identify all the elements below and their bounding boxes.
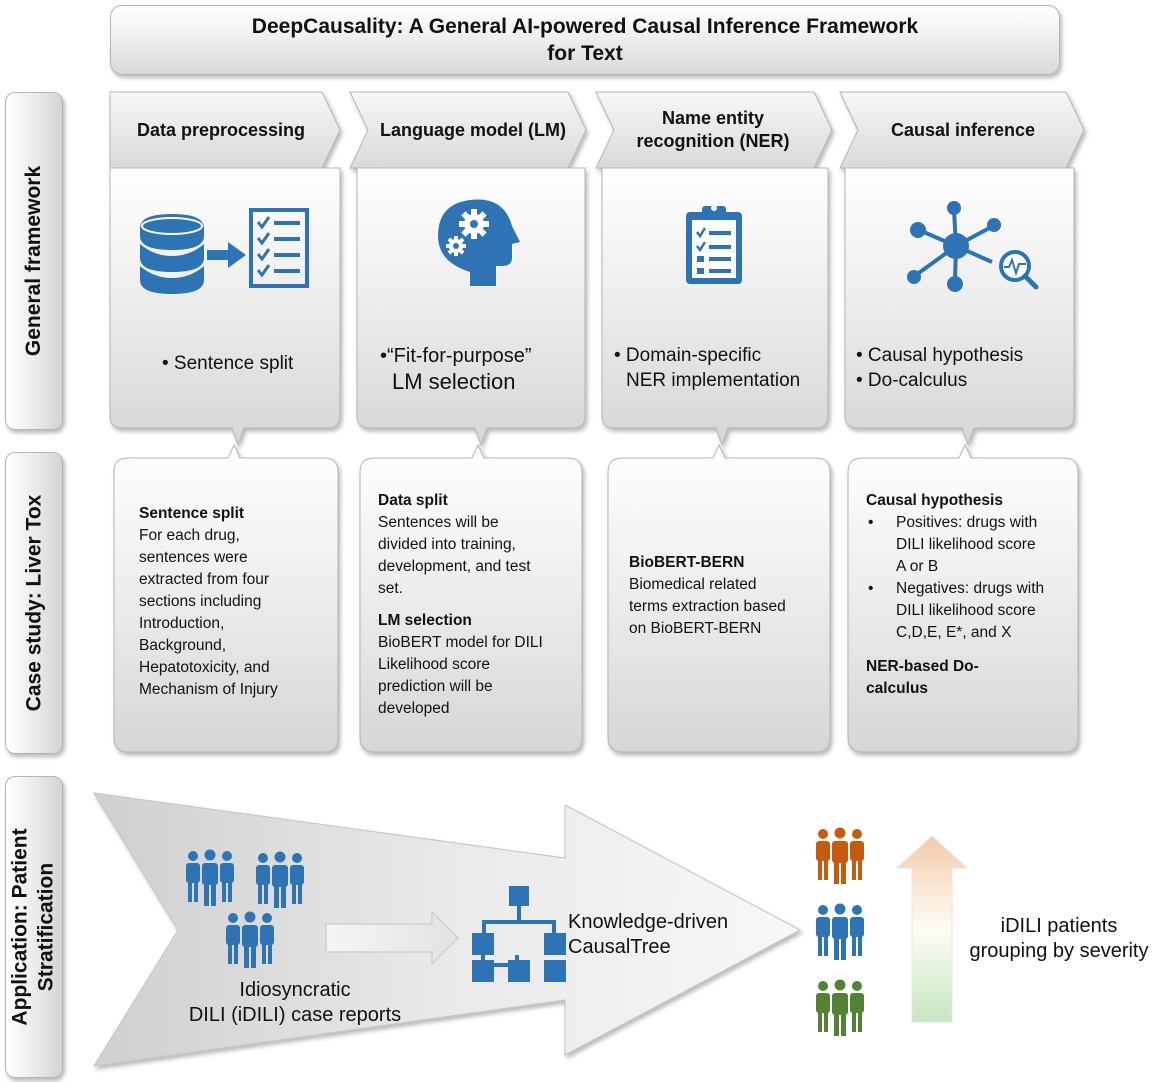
framework-title-line2: for Text <box>547 42 623 65</box>
bullet-dot-icon: • <box>868 580 874 597</box>
case-2-line: BioBERT model for DILI <box>378 634 543 651</box>
case-2-line: Likelihood score <box>378 656 491 673</box>
general-bullet-3-line1: • Domain-specific <box>614 345 762 366</box>
general-bullet-1: • Sentence split <box>162 353 294 374</box>
case-box-1 <box>113 443 339 753</box>
case-4-negatives-line3: C,D,E, E*, and X <box>896 624 1012 641</box>
stage-title-3-line1: Name entity <box>661 108 765 128</box>
case-4-positives-line2: DILI likelihood score <box>896 536 1036 553</box>
case-box-2 <box>359 443 583 753</box>
case-reports-line1: Idiosyncratic <box>239 979 351 1001</box>
case-box-4 <box>847 443 1079 753</box>
stage-title-4-line1: Causal inference <box>890 119 1036 140</box>
small-arrow-icon <box>325 910 460 966</box>
general-bullet-3-line2: NER implementation <box>626 370 801 391</box>
bullet-dot-icon: • <box>868 514 874 531</box>
stage-title-2-line1: Language model (LM) <box>380 119 566 140</box>
case-1-line: Mechanism of Injury <box>139 681 278 698</box>
case-text-2: Data split Sentences will be divided int… <box>378 490 583 720</box>
general-bullet-4-line1: • Causal hypothesis <box>856 345 1024 366</box>
case-1-line: For each drug, <box>139 527 240 544</box>
grouping-line2: grouping by severity <box>969 940 1149 962</box>
case-4-positives-line1: Positives: drugs with <box>896 514 1038 531</box>
stage-panel-2 <box>349 91 587 447</box>
stage-title-3-line2: recognition (NER) <box>636 131 790 151</box>
case-reports-line2: DILI (iDILI) case reports <box>188 1004 402 1026</box>
hierarchy-tree-icon <box>472 886 566 982</box>
stage-title-1-line1: Data preprocessing <box>136 119 306 140</box>
case-text-1: Sentence split For each drug, sentences … <box>139 503 334 701</box>
case-4-heading-2-line2: calculus <box>866 680 929 697</box>
case-4-negatives-line1: Negatives: drugs with <box>896 580 1045 597</box>
general-bullet-4-line2: • Do-calculus <box>856 370 968 391</box>
case-reports-label: Idiosyncratic DILI (iDILI) case reports <box>150 978 440 1028</box>
causal-tree-label: Knowledge-driven CausalTree <box>568 910 728 960</box>
case-2-line: development, and test <box>378 558 531 575</box>
stage-title-1: Data preprocessing <box>110 92 332 168</box>
framework-title-line1: DeepCausality: A General AI-powered Caus… <box>251 15 919 38</box>
case-2-line: prediction will be <box>378 678 493 695</box>
case-1-line: Hepatotoxicity, and <box>139 659 270 676</box>
causal-tree-line1: Knowledge-driven <box>568 911 729 933</box>
case-2-line: Sentences will be <box>378 514 499 531</box>
case-3-line: Biomedical related <box>629 576 757 593</box>
case-4-heading-2-line1: NER-based Do- <box>866 658 979 675</box>
stage-panel-3 <box>595 91 833 447</box>
row-label-general: General framework <box>5 92 63 430</box>
case-2-line: divided into training, <box>378 536 516 553</box>
case-3-heading: BioBERT-BERN <box>629 554 745 571</box>
row-label-case: Case study: Liver Tox <box>5 452 63 754</box>
framework-title-box: DeepCausality: A General AI-powered Caus… <box>110 5 1060 75</box>
people-group-high-icon <box>816 827 864 884</box>
general-bullet-2-line2: LM selection <box>392 369 516 394</box>
case-text-4: Causal hypothesis • Positives: drugs wit… <box>866 490 1076 700</box>
head-gears-icon <box>438 199 520 286</box>
case-3-line: terms extraction based <box>629 598 786 615</box>
arrow-right-icon <box>207 242 246 268</box>
clipboard-icon <box>686 205 742 284</box>
stage-title-2: Language model (LM) <box>362 92 584 168</box>
people-group-low-icon <box>816 979 864 1036</box>
causal-tree-line2: CausalTree <box>568 936 671 958</box>
case-3-line: on BioBERT-BERN <box>629 620 762 637</box>
people-group-mid-icon <box>816 903 864 960</box>
severity-arrow-icon <box>895 835 969 1023</box>
case-1-line: Introduction, <box>139 615 225 632</box>
case-4-heading-1: Causal hypothesis <box>866 492 1003 509</box>
case-2-line: set. <box>378 580 403 597</box>
stage-title-4: Causal inference <box>852 92 1074 168</box>
case-1-heading: Sentence split <box>139 505 245 522</box>
people-group-icon <box>186 849 304 968</box>
case-1-line: sentences were <box>139 549 248 566</box>
case-1-line: extracted from four <box>139 571 270 588</box>
case-text-3: BioBERT-BERN Biomedical related terms ex… <box>629 552 829 640</box>
grouping-label: iDILI patients grouping by severity <box>948 914 1170 964</box>
case-2-line: developed <box>378 700 450 717</box>
checklist-icon <box>249 208 309 288</box>
database-icon <box>140 214 204 294</box>
stage-title-3: Name entity recognition (NER) <box>602 92 824 168</box>
case-4-positives-line3: A or B <box>896 558 939 575</box>
case-box-3 <box>607 443 831 753</box>
general-bullet-2-line1: •“Fit-for-purpose” <box>380 345 532 367</box>
case-4-negatives-line2: DILI likelihood score <box>896 602 1036 619</box>
grouping-line1: iDILI patients <box>1000 915 1118 937</box>
case-2-heading-2: LM selection <box>378 612 472 629</box>
case-1-line: Background, <box>139 637 227 654</box>
case-2-heading-1: Data split <box>378 492 448 509</box>
magnifier-icon <box>999 250 1039 290</box>
case-1-line: sections including <box>139 593 262 610</box>
stage-panel-4 <box>839 91 1085 447</box>
row-label-application: Application: Patient Stratification <box>5 776 63 1078</box>
network-hub-icon <box>907 201 1001 292</box>
